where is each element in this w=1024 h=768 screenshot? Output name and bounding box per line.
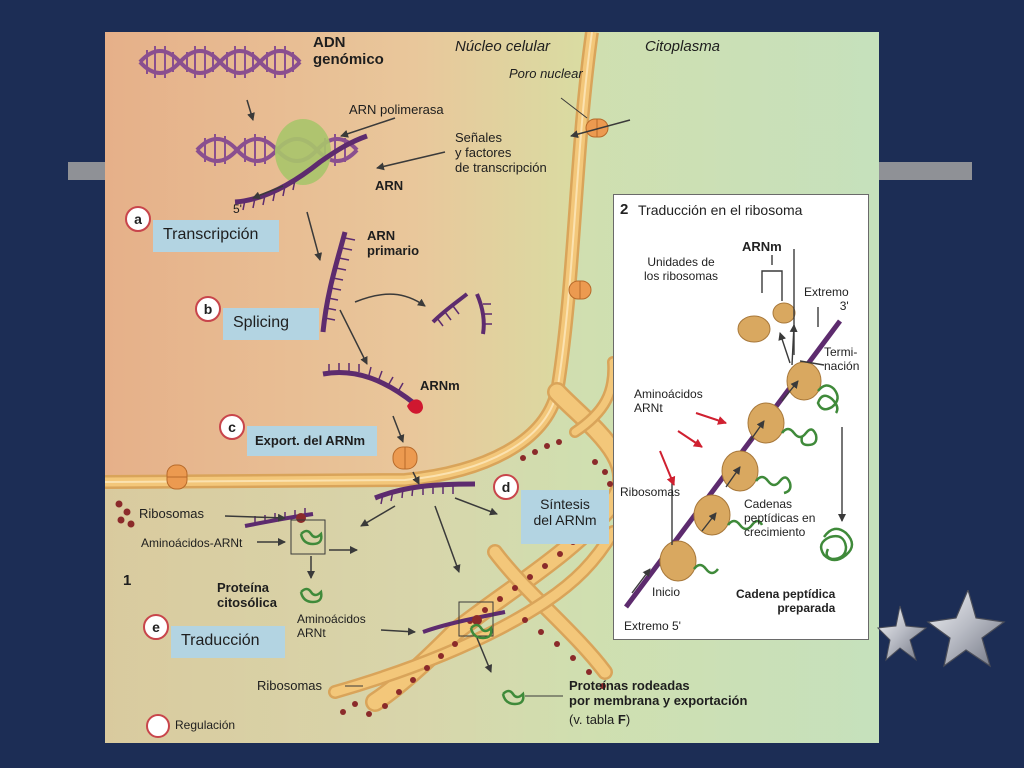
step-b-marker: b bbox=[195, 296, 221, 322]
regulation-label: Regulación bbox=[175, 718, 236, 732]
slide-decor-bar-left bbox=[68, 162, 108, 180]
step-e-marker: e bbox=[143, 614, 169, 640]
panel-mrna-label: ARNm bbox=[742, 239, 782, 254]
rna-polymerase bbox=[275, 119, 331, 185]
termination-label: Termi- nación bbox=[824, 345, 860, 373]
figure-number-1: 1 bbox=[123, 572, 132, 589]
mrna-label: ARNm bbox=[420, 378, 460, 393]
step-export-box: Export. del ARNm bbox=[247, 426, 377, 456]
er-translation bbox=[422, 601, 506, 640]
cytosolic-protein-label: Proteína citosólica bbox=[217, 580, 277, 610]
spliced-introns bbox=[431, 292, 492, 335]
step-transcription-box: Transcripción bbox=[153, 220, 279, 252]
ribosomes-label: Ribosomas bbox=[139, 506, 205, 521]
panel-title: Traducción en el ribosoma bbox=[638, 202, 803, 218]
five-prime-end-label: Extremo 5' bbox=[624, 619, 681, 633]
step-mrna-synthesis-box: Síntesis del ARNm bbox=[521, 490, 609, 544]
slide-decor-bar-right bbox=[878, 162, 972, 180]
nuclear-membrane bbox=[105, 32, 599, 489]
mature-mrna bbox=[322, 363, 423, 414]
regulation-circle bbox=[146, 714, 170, 738]
growing-chains-label: Cadenas peptídicas en crecimiento bbox=[744, 497, 816, 539]
cytosolic-protein bbox=[299, 587, 323, 604]
panel-ribosomes-label: Ribosomas bbox=[620, 485, 681, 499]
step-a-marker: a bbox=[125, 206, 151, 232]
rna-label: ARN bbox=[375, 178, 404, 193]
cytoplasmic-mrna bbox=[374, 481, 476, 505]
cytoplasm-label: Citoplasma bbox=[645, 38, 721, 55]
membrane-protein bbox=[501, 689, 525, 706]
primary-rna bbox=[320, 231, 356, 333]
translation-panel: 2 Traducción en el ribosoma ARNm Unidade… bbox=[613, 194, 869, 640]
genomic-dna-label: ADN genómico bbox=[313, 34, 384, 68]
dna-helix bbox=[138, 46, 302, 78]
membrane-proteins-label: Proteínas rodeadas por membrana y export… bbox=[569, 678, 748, 708]
nuclear-pore-icon bbox=[166, 118, 609, 490]
start-label: Inicio bbox=[652, 585, 681, 599]
nucleus-label: Núcleo celular bbox=[455, 38, 551, 55]
panel-peptide-chains bbox=[693, 384, 854, 575]
three-prime-end-label: Extremo 3' bbox=[804, 285, 849, 313]
mrna-cap bbox=[407, 399, 423, 414]
table-reference: (v. tabla F) bbox=[569, 712, 631, 727]
step-c-marker: c bbox=[219, 414, 245, 440]
primary-rna-label: ARN primario bbox=[367, 228, 420, 258]
er-ribosomes-label: Ribosomas bbox=[257, 678, 323, 693]
endoplasmic-reticulum bbox=[328, 356, 632, 712]
panel-number-2: 2 bbox=[620, 201, 629, 218]
step-splicing-box: Splicing bbox=[223, 308, 319, 340]
polymerase-label: ARN polimerasa bbox=[349, 102, 444, 117]
step-d-marker: d bbox=[493, 474, 519, 500]
panel-ribosomes bbox=[659, 302, 822, 582]
transcription-bubble bbox=[195, 119, 368, 211]
silver-star-icon bbox=[876, 590, 1006, 668]
translation-panel-artwork bbox=[623, 249, 854, 609]
panel-aminoacyl-trna-label: Aminoácidos ARNt bbox=[634, 387, 703, 415]
signals-label: Señales y factores de transcripción bbox=[455, 130, 547, 175]
gene-expression-figure: ADN genómico Núcleo celular Citoplasma P… bbox=[105, 32, 879, 743]
nuclear-pore-label: Poro nuclear bbox=[509, 66, 583, 81]
ribosome-units-label: Unidades de los ribosomas bbox=[644, 255, 719, 283]
aminoacyl-trna-label: Aminoácidos-ARNt bbox=[141, 536, 243, 550]
step-translation-box: Traducción bbox=[171, 626, 285, 658]
five-prime-label: 5' bbox=[233, 202, 242, 216]
finished-chain-label: Cadena peptídica preparada bbox=[736, 587, 836, 615]
er-aminoacyl-trna-label: Aminoácidos ARNt bbox=[297, 612, 366, 640]
